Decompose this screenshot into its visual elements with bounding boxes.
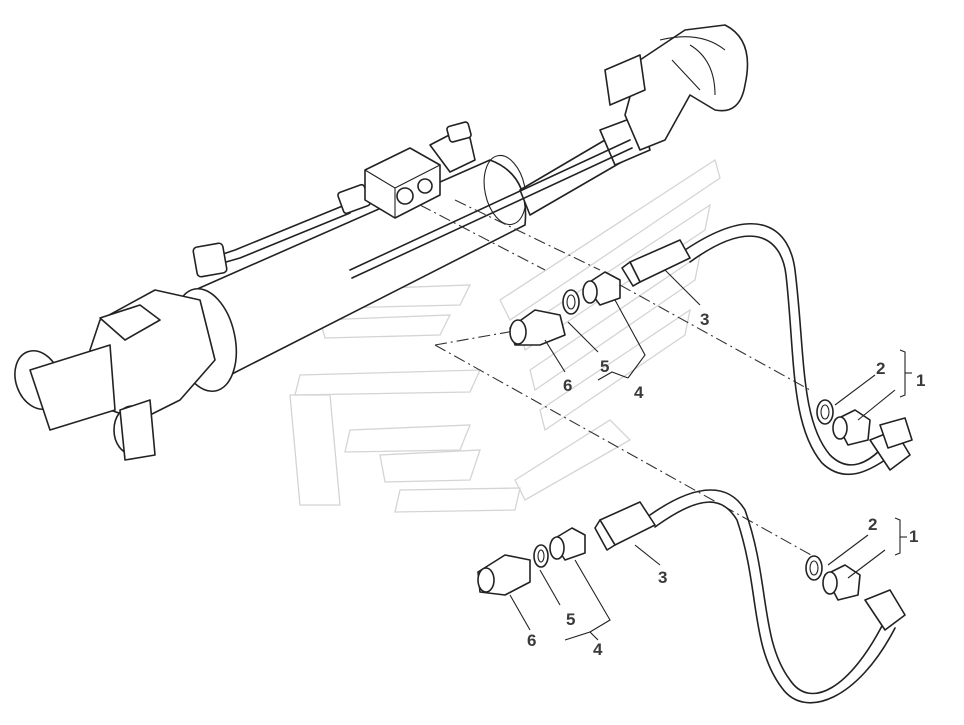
connection-lines xyxy=(419,199,821,561)
callout-seal-lower: 5 xyxy=(566,610,575,629)
leader-lines-lower xyxy=(509,517,907,641)
callout-o-ring-upper: 2 xyxy=(876,359,885,378)
lower-fittings xyxy=(477,527,586,596)
lower-right-fittings xyxy=(805,555,861,601)
callout-hose-upper: 3 xyxy=(700,310,709,329)
callout-hose-lower: 3 xyxy=(658,568,667,587)
upper-right-fittings xyxy=(816,399,871,446)
callout-adapter-group-upper: 4 xyxy=(634,383,644,402)
leader-lines-upper xyxy=(544,269,912,421)
callout-o-ring-lower: 2 xyxy=(868,515,877,534)
hydraulic-cylinder xyxy=(172,114,651,393)
steel-tube xyxy=(192,139,633,279)
callout-adapter-group-lower: 4 xyxy=(593,640,603,659)
callout-seal-upper: 5 xyxy=(600,357,609,376)
callout-fitting-upper: 6 xyxy=(563,376,572,395)
callouts-lower: 3 2 1 5 6 4 xyxy=(527,515,918,659)
upper-fittings xyxy=(509,271,621,346)
valve-block xyxy=(364,121,476,219)
callout-hose-assembly-upper: 1 xyxy=(916,371,925,390)
upper-hose-assembly xyxy=(621,223,913,476)
callout-fitting-lower: 6 xyxy=(527,631,536,650)
lower-hose-assembly xyxy=(594,489,906,704)
rod-end-hook xyxy=(604,24,749,151)
base-end-yoke xyxy=(14,289,216,461)
callout-hose-assembly-lower: 1 xyxy=(909,527,918,546)
callouts-upper: 3 2 1 5 6 4 xyxy=(563,310,925,402)
